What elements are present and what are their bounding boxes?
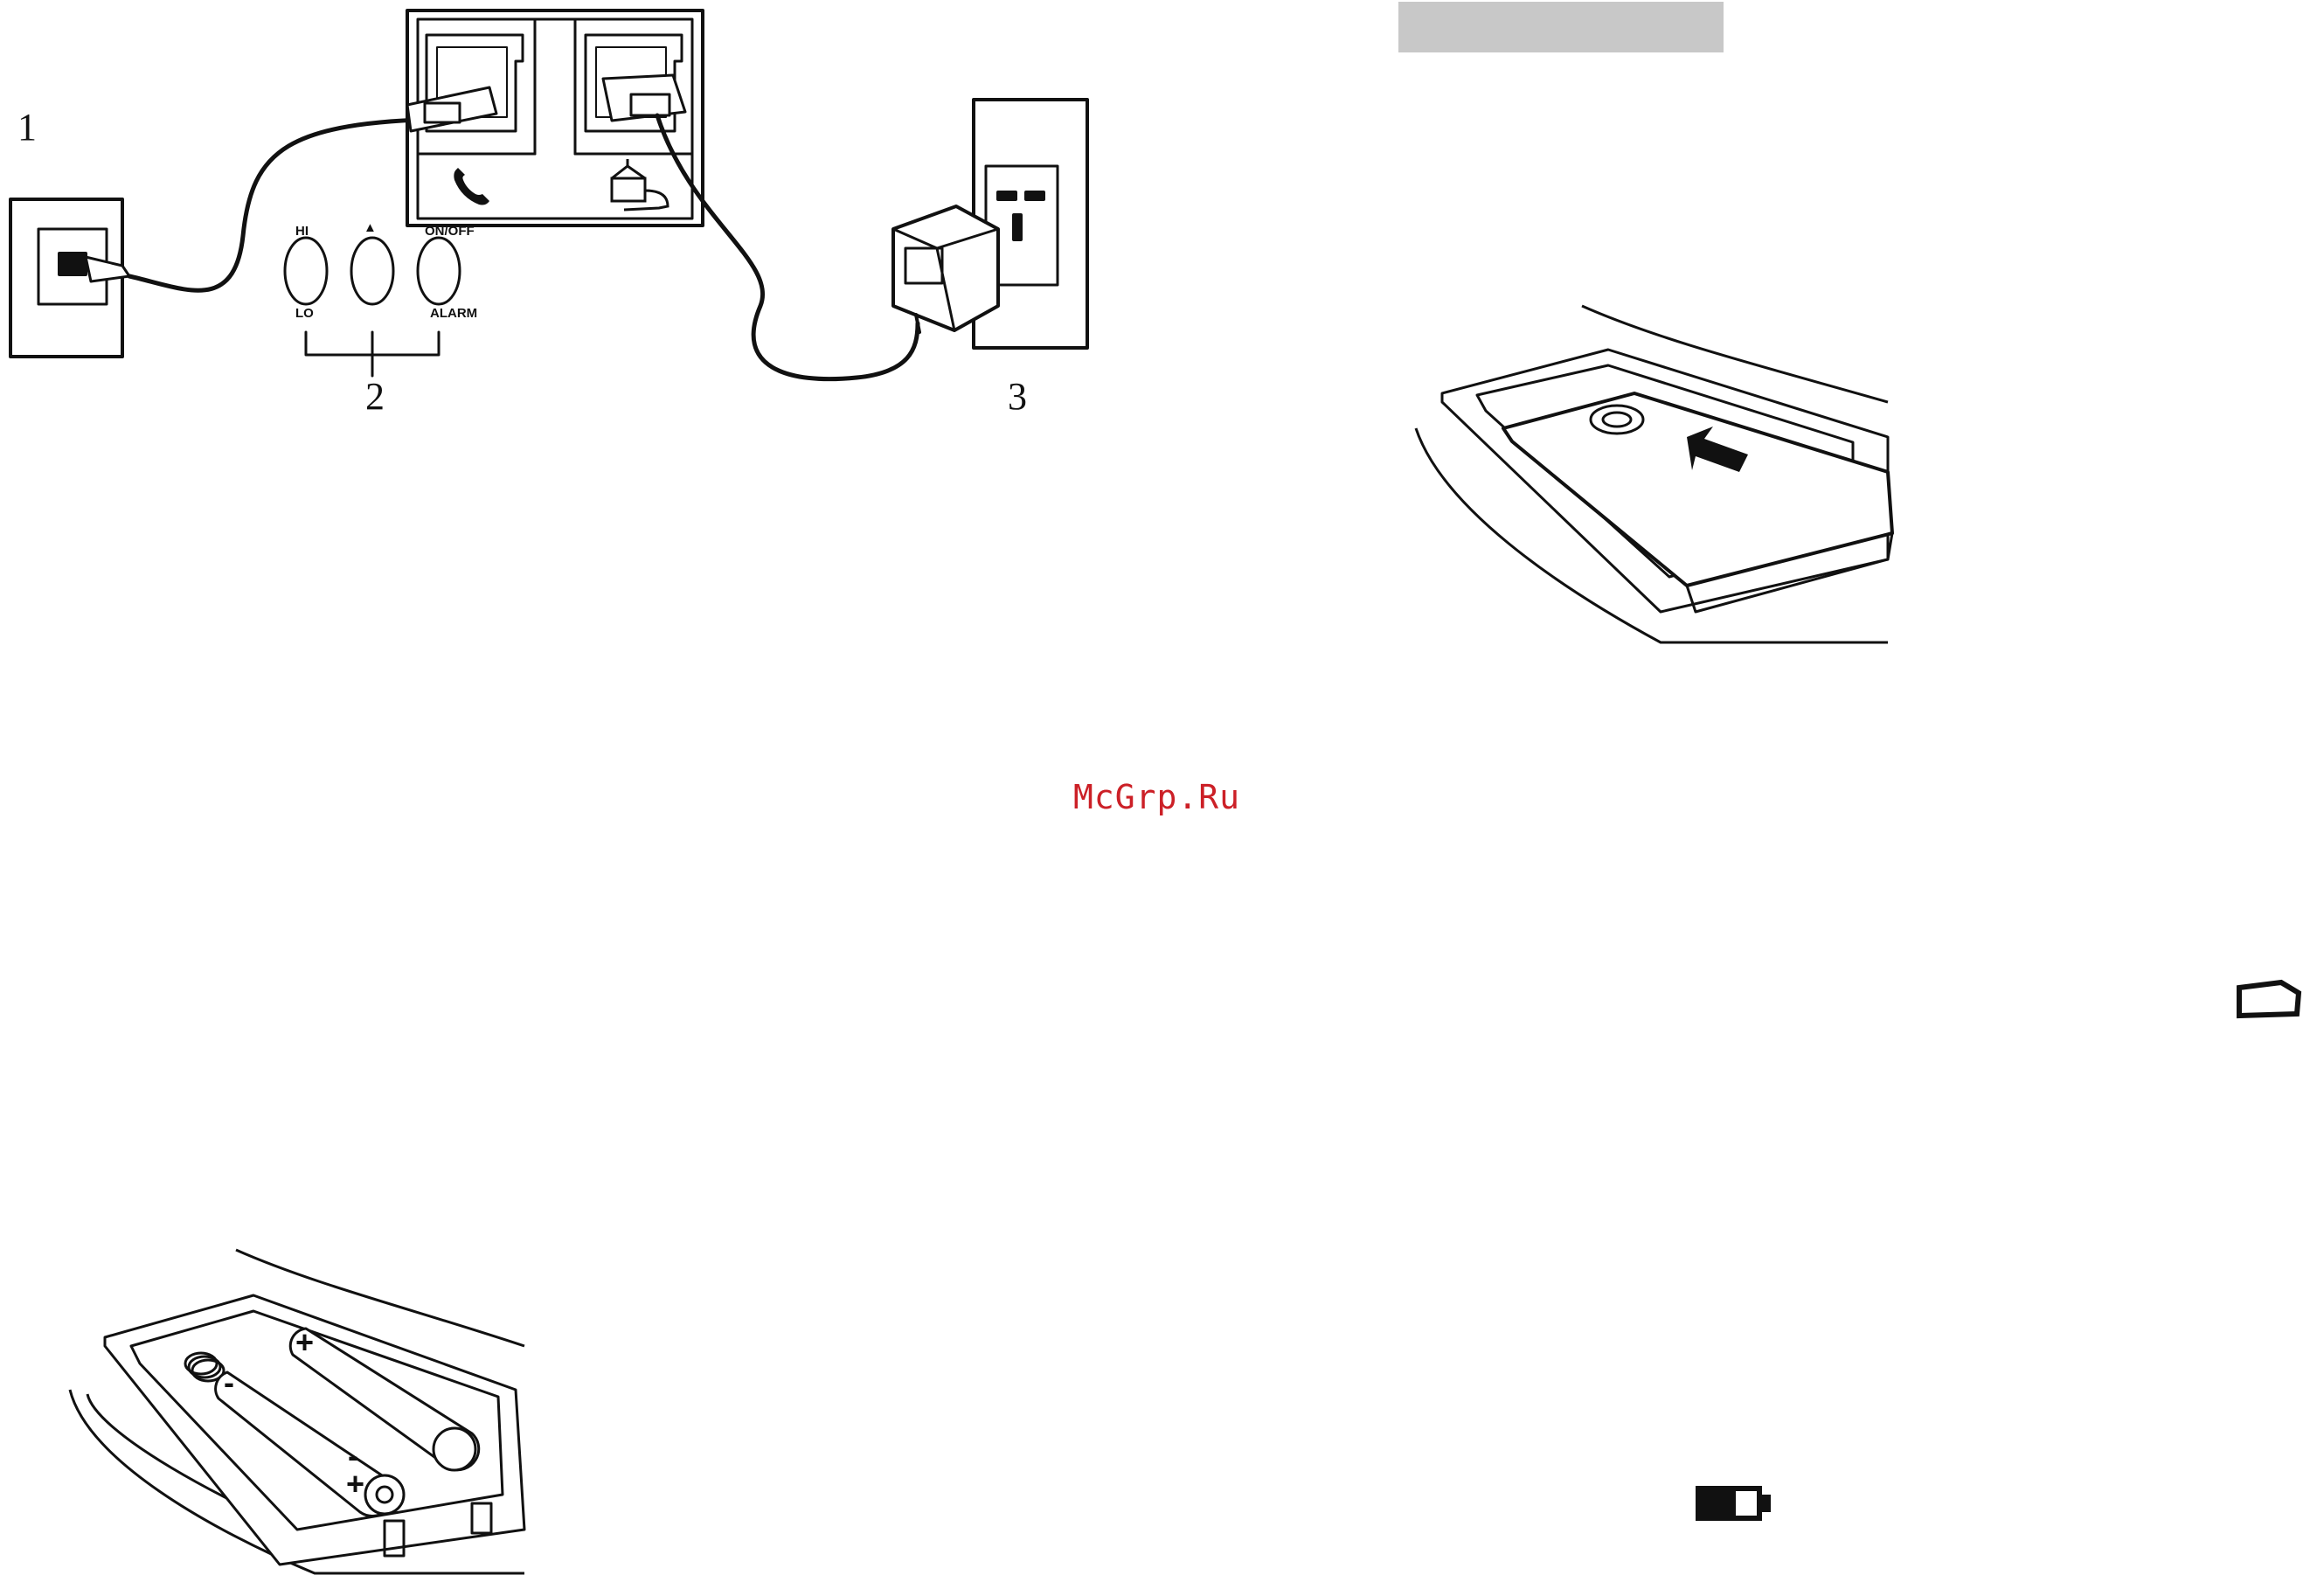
phone-handset-icon — [449, 164, 493, 208]
battery-level-icon — [1694, 1482, 1781, 1526]
diagram-drawing — [0, 0, 1136, 420]
svg-text:+: + — [346, 1466, 364, 1502]
power-adapter-icon — [607, 156, 685, 217]
button-label-alarm: ALARM — [430, 306, 477, 321]
button-label-up-arrow: ▲ — [364, 220, 377, 235]
button-label-lo: LO — [295, 306, 314, 321]
button-label-hi: HI — [295, 224, 309, 239]
connection-diagram: 1 2 3 — [0, 0, 1136, 420]
svg-text:+: + — [295, 1324, 314, 1360]
button-label-on-off: ON/OFF — [425, 224, 475, 239]
svg-text:-: - — [224, 1364, 234, 1400]
battery-compartment-illustration: + - - + — [52, 1241, 542, 1591]
battery-cover-illustration — [1398, 297, 1905, 664]
section-header-bar — [1398, 2, 1724, 52]
watermark: McGrp.Ru — [1073, 778, 1240, 816]
handset-outline-icon — [2234, 979, 2304, 1023]
